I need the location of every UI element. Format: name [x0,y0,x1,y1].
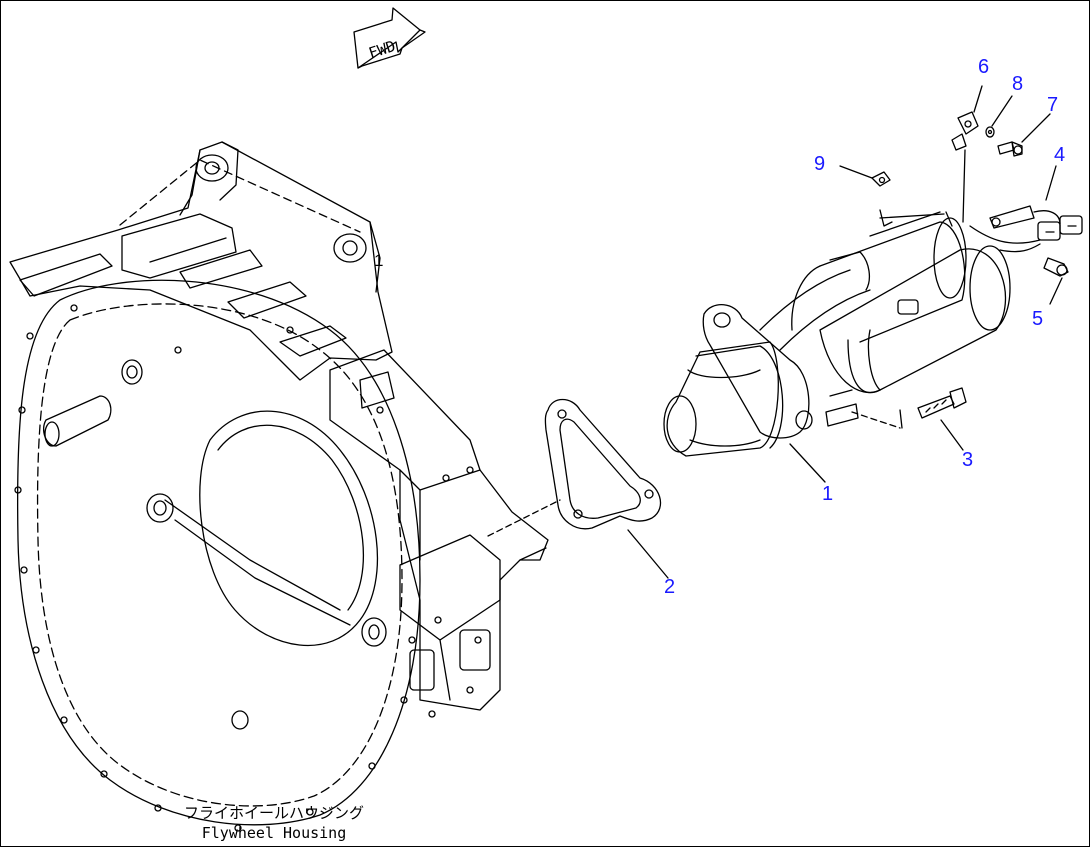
caption-english: Flywheel Housing [201,824,347,842]
leader-7 [1022,114,1050,142]
callout-6: 6 [978,56,990,78]
fwd-arrow-icon: FWD [354,8,425,68]
leader-1 [790,444,825,482]
flywheel-housing: 1 [10,142,548,831]
leader-4 [1046,166,1056,200]
caption-japanese: フライホイールハウジング [183,804,364,822]
callout-9: 9 [814,153,826,175]
washer-8 [986,96,1012,137]
callout-7: 7 [1047,94,1059,116]
callout-8: 8 [1012,73,1024,95]
leader-6 [974,86,982,112]
callout-4: 4 [1054,144,1066,166]
clip-9 [840,166,890,186]
gasket [488,400,668,579]
terminal-6 [952,86,982,150]
callout-2: 2 [664,576,676,598]
bolt-7 [998,114,1050,156]
harness-4 [970,166,1082,252]
leader-8 [992,96,1012,126]
leader-3 [941,420,963,450]
starting-motor [664,150,1010,482]
callout-3: 3 [962,449,974,471]
bolt-5 [1044,258,1068,304]
callout-1: 1 [822,483,834,505]
callout-5: 5 [1032,308,1044,330]
bolt-3 [918,388,966,450]
leader-5 [1050,278,1062,304]
leader-2 [628,530,668,578]
housing-ref-label: 1 [374,251,383,270]
leader-9 [840,166,872,178]
